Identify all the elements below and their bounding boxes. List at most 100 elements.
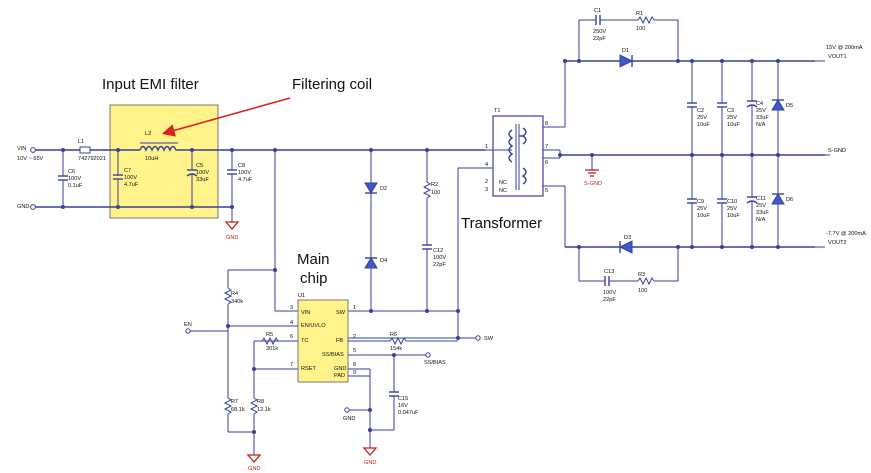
label: 25V <box>756 203 766 209</box>
node-dot <box>425 148 429 152</box>
t1-secondary2-winding <box>521 167 527 185</box>
label: 6 <box>545 160 548 166</box>
label: 25V <box>697 206 707 212</box>
c11-ref: C11 <box>756 196 766 202</box>
label: VIN <box>301 310 310 316</box>
label: 33uF <box>196 177 209 183</box>
d6-diode <box>771 193 785 205</box>
node-dot <box>776 59 780 63</box>
label: 100 <box>636 26 645 32</box>
label: 100V <box>603 290 616 296</box>
c10-ref: C10 <box>727 199 737 205</box>
gnd-symbol <box>224 221 240 230</box>
c13-ref: C13 <box>604 269 614 275</box>
transformer-label: Transformer <box>461 215 542 232</box>
u1-chip <box>297 299 349 383</box>
t1-transformer <box>492 115 544 197</box>
label: 12.1k <box>257 407 271 413</box>
label: FB <box>336 338 343 344</box>
vin-net-label: VIN <box>17 146 26 152</box>
node-dot <box>720 245 724 249</box>
label: 5 <box>353 348 356 354</box>
label: 3 <box>290 305 293 311</box>
node-dot <box>190 148 194 152</box>
node-dot <box>392 353 396 357</box>
label: 33uF <box>756 115 769 121</box>
filtering-coil-arrow <box>161 97 291 137</box>
l2-ref: L2 <box>145 131 151 137</box>
label: 4 <box>485 162 488 168</box>
node-dot <box>720 59 724 63</box>
label: GND <box>226 235 238 241</box>
d2-ref: D2 <box>380 186 387 192</box>
vout2-net-label: VOUT2 <box>828 240 847 246</box>
node-dot <box>369 309 373 313</box>
label: 10uF <box>727 122 740 128</box>
l2-coil <box>139 145 182 152</box>
node-dot <box>456 309 460 313</box>
label: 100V <box>433 255 446 261</box>
node-dot <box>776 245 780 249</box>
c7-ref: C7 <box>124 168 131 174</box>
node-dot <box>368 428 372 432</box>
r8-ref: R8 <box>257 399 264 405</box>
r3-resistor <box>637 276 655 286</box>
label: 25V <box>756 108 766 114</box>
node-dot <box>190 205 194 209</box>
label: 0.047uF <box>398 410 419 416</box>
input-emi-filter-label: Input EMI filter <box>102 76 199 93</box>
en-net-label: EN <box>184 322 192 328</box>
filtering-coil-label: Filtering coil <box>292 76 372 93</box>
label: 16V <box>398 403 408 409</box>
l1-bead <box>79 146 91 154</box>
label: 8 <box>545 121 548 127</box>
d4-ref: D4 <box>380 258 387 264</box>
r4-resistor <box>223 287 233 305</box>
node-dot <box>750 245 754 249</box>
l1-ref: L1 <box>78 139 84 145</box>
label: GND <box>334 366 346 372</box>
main-chip-label-line1: Main <box>297 251 330 268</box>
node-dot <box>558 153 562 157</box>
d2-diode <box>364 182 378 194</box>
label: GND <box>248 466 260 472</box>
l1-value: 742792021 <box>78 156 106 162</box>
node-dot <box>252 430 256 434</box>
node-dot <box>230 148 234 152</box>
label: 22pF <box>433 262 446 268</box>
gnd-input-terminal <box>30 204 36 210</box>
ss-bias-terminal <box>425 352 431 358</box>
d1-ref: D1 <box>622 48 629 54</box>
wire <box>746 104 758 108</box>
label: 22pF <box>593 36 606 42</box>
d3-ref: D3 <box>624 235 631 241</box>
vout1-rating-label: 15V @ 200mA <box>826 45 863 51</box>
gnd-symbol <box>246 454 262 463</box>
c5-ref: C5 <box>196 163 203 169</box>
node-dot <box>690 59 694 63</box>
label: EN/UVLO <box>301 323 326 329</box>
label: 7 <box>545 144 548 150</box>
label: 0.1uF <box>68 183 83 189</box>
node-dot <box>252 367 256 371</box>
t1-primary-winding <box>508 129 514 163</box>
sgnd-symbol-label: S-GND <box>584 181 602 187</box>
sw-net-label: SW <box>484 336 494 342</box>
node-dot <box>116 205 120 209</box>
r6-ref: R6 <box>390 332 397 338</box>
label: 10uF <box>727 213 740 219</box>
label: 2 <box>353 334 356 340</box>
label: TC <box>301 338 308 344</box>
d4-diode <box>364 257 378 269</box>
r3-ref: R3 <box>638 272 645 278</box>
c2-ref: C2 <box>697 108 704 114</box>
label: 5 <box>545 188 548 194</box>
node-dot <box>425 309 429 313</box>
label: RSET <box>301 366 317 372</box>
r7-ref: R7 <box>231 399 238 405</box>
vin-range-label: 10V ~ 65V <box>17 156 44 162</box>
node-dot <box>750 59 754 63</box>
d5-diode <box>771 99 785 111</box>
label: 68.1k <box>231 407 245 413</box>
